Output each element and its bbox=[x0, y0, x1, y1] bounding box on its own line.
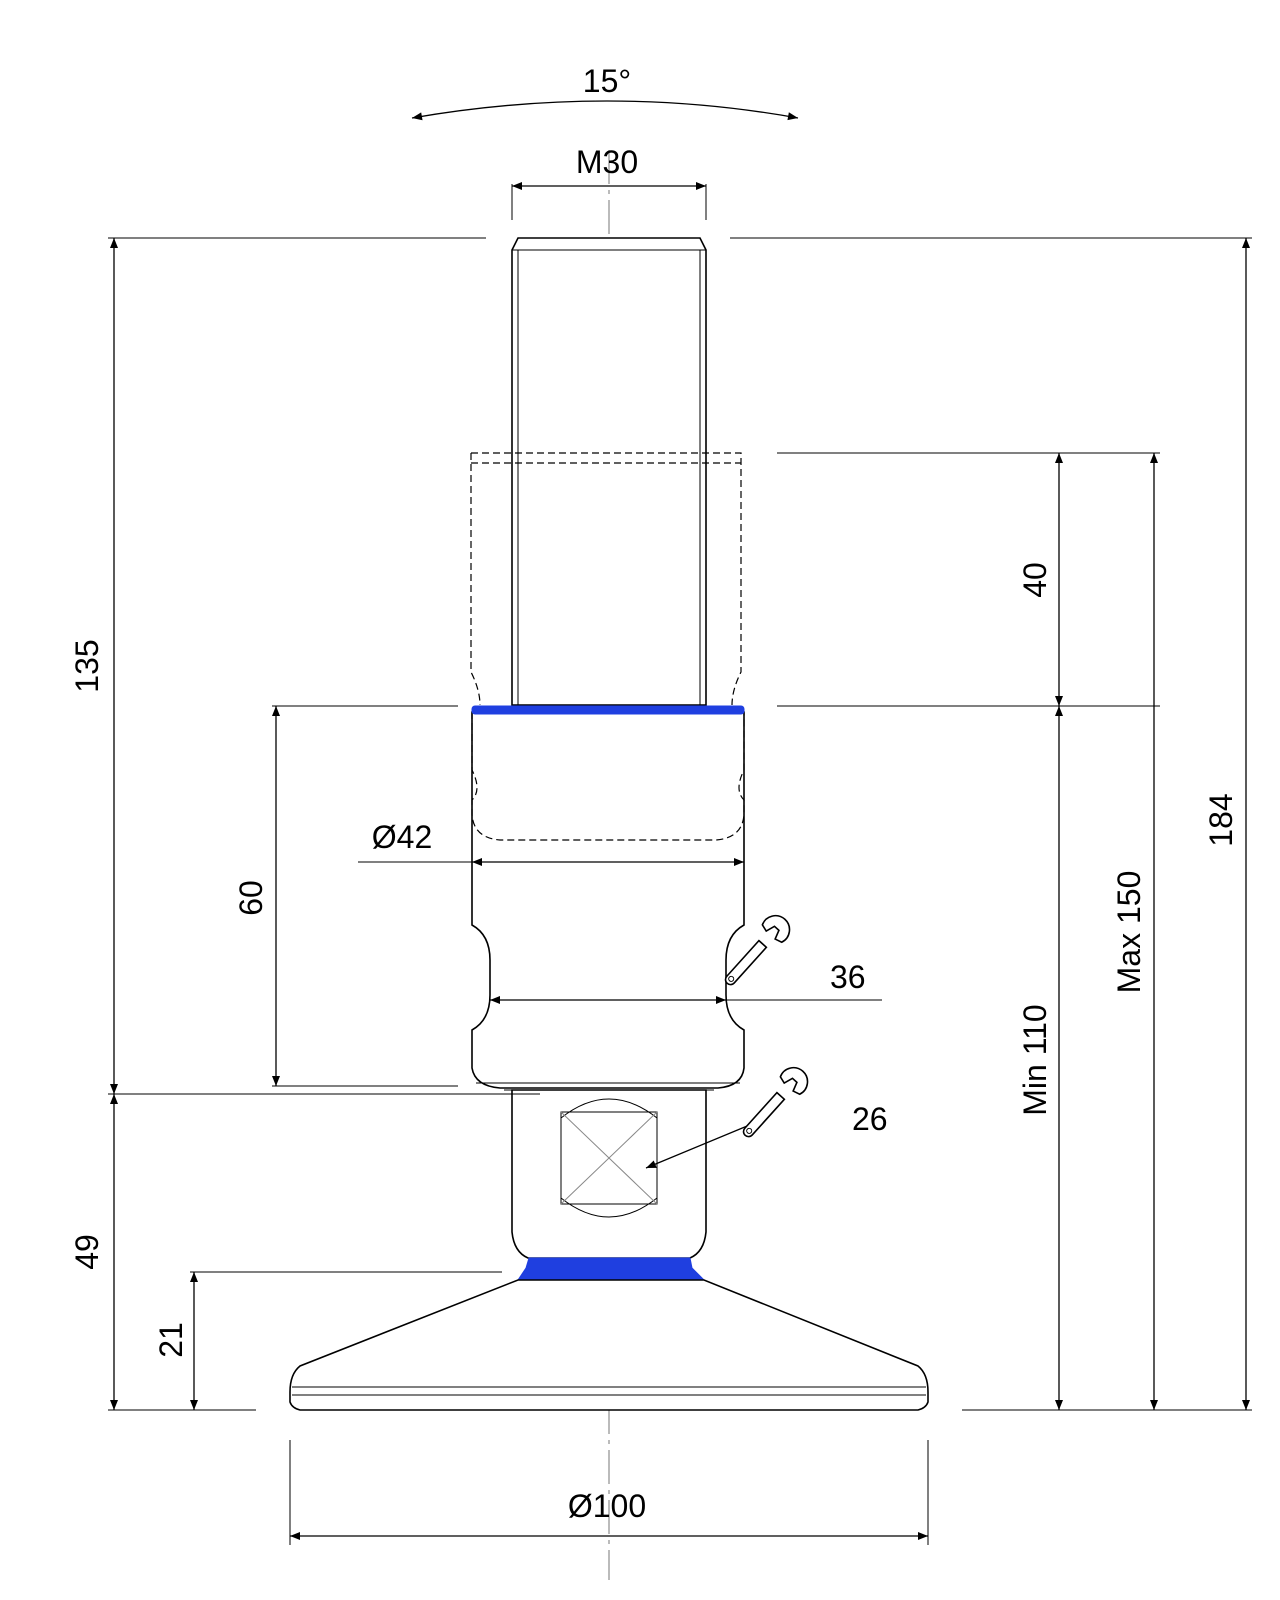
thread-dimension bbox=[511, 182, 707, 220]
angle-label: 15° bbox=[583, 63, 631, 99]
min-height-label: Min 110 bbox=[1017, 1004, 1053, 1115]
foot-pad bbox=[289, 1279, 929, 1411]
angle-arc bbox=[411, 100, 799, 121]
wrench-icon bbox=[724, 914, 791, 986]
foot-diameter-label: Ø100 bbox=[568, 1488, 646, 1524]
stem-height-label: 135 bbox=[69, 639, 105, 692]
wrench-icon bbox=[742, 1066, 809, 1138]
foot-height-label: 21 bbox=[153, 1322, 189, 1358]
extension-lines bbox=[108, 237, 1252, 1545]
adjustment-sleeve bbox=[471, 711, 745, 1089]
wrench-large-label: 36 bbox=[830, 959, 866, 995]
adjust-travel-label: 40 bbox=[1017, 562, 1053, 598]
thread-label: M30 bbox=[576, 144, 638, 180]
base-height-label: 49 bbox=[69, 1234, 105, 1270]
leader-26 bbox=[645, 1123, 753, 1169]
threaded-stem bbox=[511, 237, 707, 706]
max-height-label: Max 150 bbox=[1111, 871, 1147, 994]
top-seal bbox=[471, 705, 745, 715]
total-height-label: 184 bbox=[1203, 793, 1239, 846]
wrench-small-label: 26 bbox=[852, 1101, 888, 1137]
sleeve-length-label: 60 bbox=[233, 880, 269, 916]
foot-seal bbox=[517, 1257, 706, 1281]
sleeve-diameter-label: Ø42 bbox=[372, 819, 432, 855]
hex-base bbox=[504, 1089, 714, 1259]
raised-sleeve-outline bbox=[470, 452, 742, 839]
